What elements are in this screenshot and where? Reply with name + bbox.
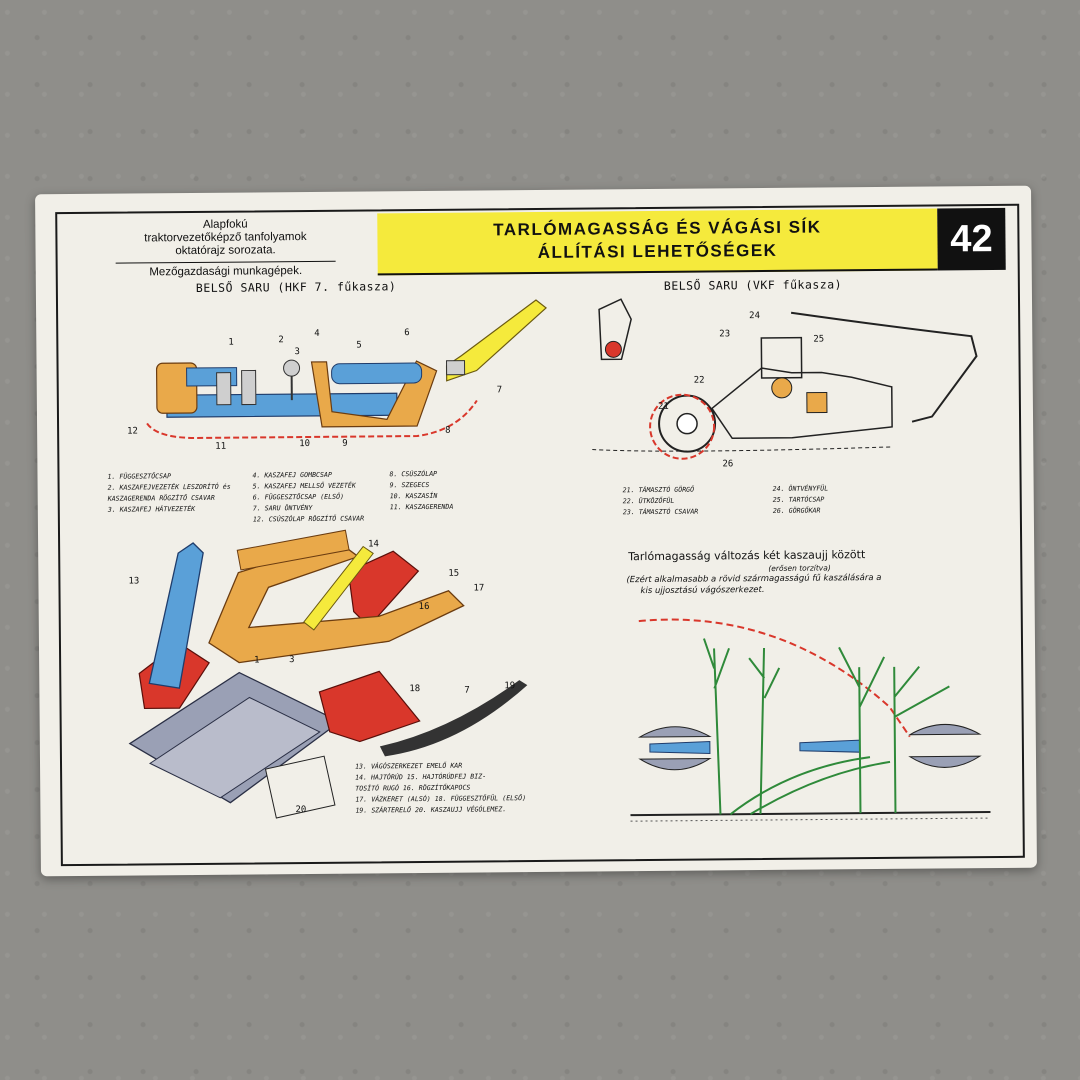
title-banner: TARLÓMAGASSÁG ÉS VÁGÁSI SÍK ÁLLÍTÁSI LEH…	[377, 208, 938, 276]
iso-callout-17: 17	[473, 583, 484, 593]
series-block: Alapfokú traktorvezetőképző tanfolyamok …	[95, 218, 356, 280]
hkf-callouts: 1 2 3 4 5 6 7 8 9 10 11 12	[127, 328, 503, 452]
title-line-2: ÁLLÍTÁSI LEHETŐSÉGEK	[537, 240, 778, 262]
vkf-callout-22: 22	[694, 376, 705, 386]
stubble-subheading: (erősen torzítva)	[768, 563, 831, 573]
stubble-diagram	[630, 618, 991, 822]
hkf-callout-2: 2	[278, 335, 284, 345]
iso-callout-16: 16	[419, 602, 430, 612]
vkf-legend-item: 21. TÁMASZTÓ GÖRGŐ	[622, 485, 695, 495]
hkf-callout-7: 7	[497, 385, 503, 395]
vkf-callout-24: 24	[749, 311, 760, 321]
hkf-callout-1: 1	[228, 338, 234, 348]
vkf-legend-col1: 21. TÁMASZTÓ GÖRGŐ 22. ÜTKÖZŐFÜL 23. TÁM…	[623, 485, 699, 519]
hkf-callout-6: 6	[404, 328, 410, 338]
vkf-callouts: 21 22 23 24 25 26	[658, 311, 824, 469]
hkf-caption: BELSŐ SARU (HKF 7. fűkasza)	[195, 279, 397, 295]
iso-callouts: 13 14 15 16 17 18 19 20 7 1 3	[128, 539, 515, 815]
series-divider	[115, 260, 336, 264]
hkf-callout-11: 11	[215, 442, 226, 452]
hkf-legend-item: 3. KASZAFEJ HÁTVEZETÉK	[107, 504, 196, 514]
hkf-legend-col1: 1. FÜGGESZTŐCSAP 2. KASZAFEJVEZETÉK LESZ…	[107, 471, 230, 516]
hkf-legend-item: 5. KASZAFEJ MELLSŐ VEZETÉK	[252, 481, 356, 491]
stubble-note-line-2: kis ujjosztású vágószerkezet.	[640, 585, 765, 597]
hkf-callout-5: 5	[356, 341, 362, 351]
vkf-callout-25: 25	[813, 334, 824, 344]
iso-legend-item: 19. SZÁRTERELŐ 20. KASZAUJJ VÉGÓLEMEZ.	[355, 805, 507, 815]
iso-legend: 13. VÁGÓSZERKEZET EMELŐ KAR 14. HAJTÓRÚD…	[355, 760, 526, 816]
vkf-callout-26: 26	[722, 459, 733, 469]
poster-sheet: Alapfokú traktorvezetőképző tanfolyamok …	[35, 185, 1037, 877]
iso-callout-7: 7	[464, 686, 470, 696]
iso-callout-18: 18	[409, 684, 420, 694]
vkf-callout-21: 21	[658, 402, 669, 412]
iso-callout-20: 20	[295, 805, 306, 815]
hkf-callout-4: 4	[314, 329, 320, 339]
series-line-4: Mezőgazdasági munkagépek.	[149, 265, 303, 279]
hkf-legend-col2: 4. KASZAFEJ GOMBCSAP 5. KASZAFEJ MELLSŐ …	[252, 470, 364, 526]
hkf-legend-item: KASZAGERENDA RÖGZÍTŐ CSAVAR	[107, 493, 215, 503]
iso-cutterbar-diagram: 13 14 15 16 17 18 19 20 7 1 3	[128, 529, 528, 819]
iso-callout-15: 15	[448, 569, 459, 579]
stubble-note: (Ezért alkalmasabb a rövid szármagasságú…	[626, 573, 881, 597]
vkf-legend-item: 23. TÁMASZTÓ CSAVAR	[622, 507, 699, 517]
iso-callout-13: 13	[128, 576, 139, 586]
sheet-number: 42	[937, 207, 1006, 271]
vkf-legend-item: 26. GÖRGŐKAR	[772, 506, 821, 515]
hkf-legend-item: 10. KASZASÍN	[389, 491, 438, 501]
hkf-legend-item: 9. SZEGECS	[389, 480, 430, 490]
iso-callout-14: 14	[368, 539, 379, 549]
vkf-legend-col2: 24. ÖNTVÉNYFÜL 25. TARTÓCSAP 26. GÖRGŐKA…	[773, 483, 829, 516]
hkf-callout-10: 10	[299, 439, 310, 449]
vkf-legend-item: 25. TARTÓCSAP	[772, 495, 825, 504]
hkf-legend-item: 12. CSÚSZÓLAP RÖGZÍTŐ CSAVAR	[252, 514, 365, 524]
hkf-legend-col3: 8. CSÚSZÓLAP 9. SZEGECS 10. KASZASÍN 11.…	[389, 469, 453, 514]
vkf-callout-23: 23	[719, 329, 730, 339]
vkf-legend-item: 24. ÖNTVÉNYFÜL	[772, 484, 829, 493]
hkf-callout-12: 12	[127, 426, 138, 436]
hkf-legend-item: 11. KASZAGERENDA	[389, 502, 454, 512]
iso-callout-19: 19	[504, 681, 515, 691]
iso-callout-3: 3	[289, 655, 295, 665]
hkf-callout-8: 8	[445, 426, 451, 436]
hkf-callout-3: 3	[294, 347, 300, 357]
vkf-caption: BELSŐ SARU (VKF fűkasza)	[663, 277, 843, 293]
hkf-legend-item: 8. CSÚSZÓLAP	[389, 469, 438, 479]
series-line-3: oktatórajz sorozata.	[175, 244, 276, 258]
hkf-shoe-diagram: 1 2 3 4 5 6 7 8 9 10 11 12	[127, 299, 547, 452]
stubble-heading: Tarlómagasság változás két kaszaujj közö…	[628, 548, 866, 564]
hkf-callout-9: 9	[342, 439, 348, 449]
vkf-legend-item: 22. ÜTKÖZŐFÜL	[622, 496, 675, 506]
iso-callout-1: 1	[254, 655, 260, 665]
vkf-shoe-diagram: 21 22 23 24 25 26	[592, 298, 978, 469]
